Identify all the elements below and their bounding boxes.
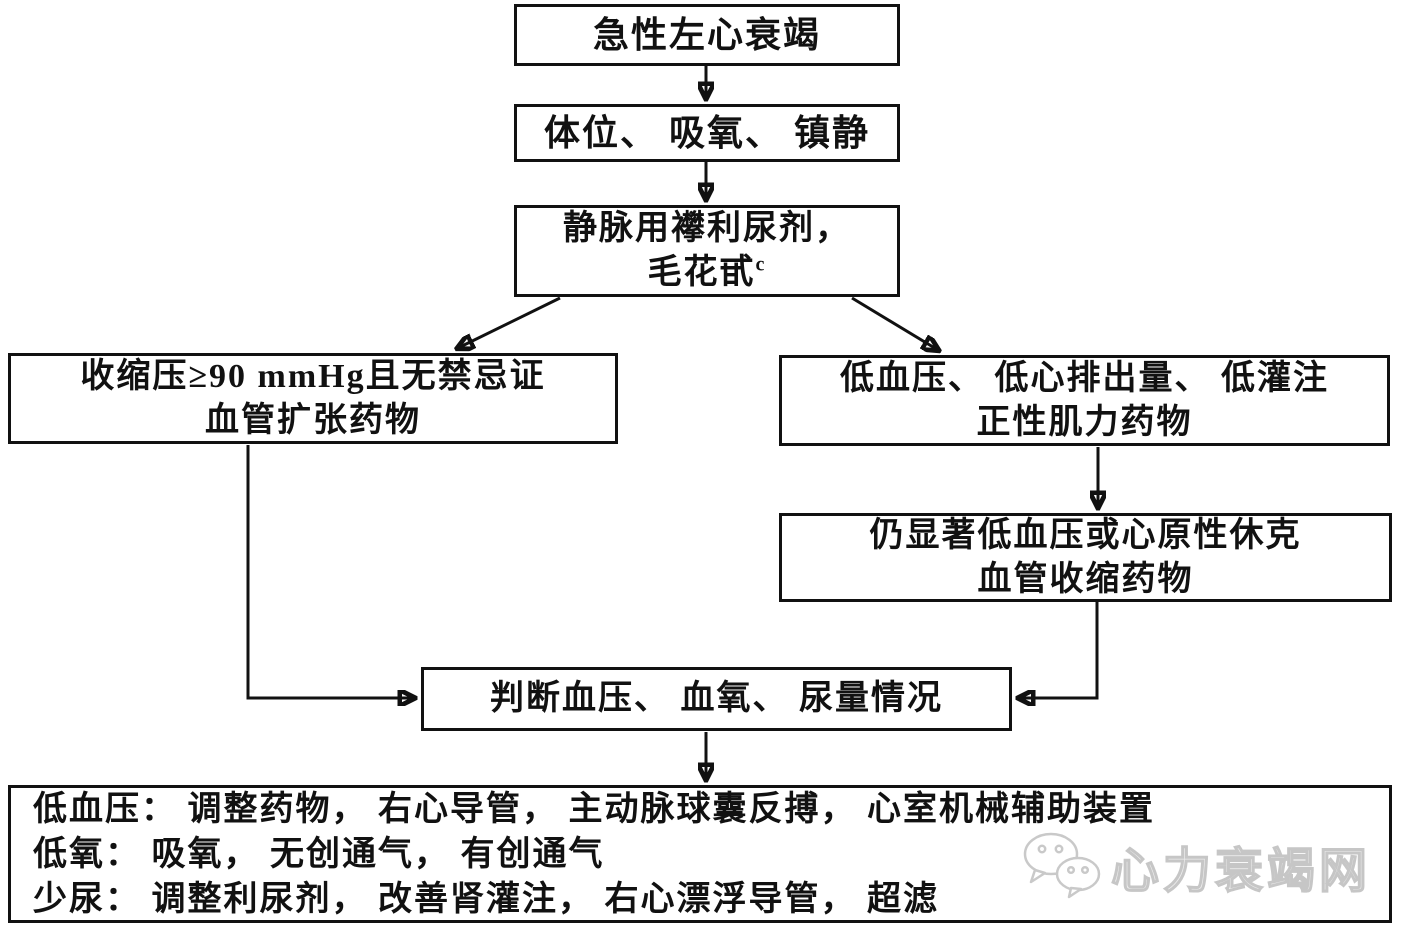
node-label-line1: 低血压、 低心排出量、 低灌注: [840, 359, 1329, 397]
node-label-line2: 正性肌力药物: [976, 403, 1193, 441]
watermark-label: 心力衰竭网: [1110, 844, 1371, 899]
wechat-logo-icon: [1023, 832, 1101, 899]
drug-name: 毛花甙: [647, 254, 756, 291]
node-iv-loop-diuretic: 静脉用襻利尿剂， 毛花甙c: [514, 205, 900, 297]
node-positive-inotrope: 低血压、 低心排出量、 低灌注 正性肌力药物: [779, 355, 1390, 446]
management-hypotension-line: 低血压： 调整药物， 右心导管， 主动脉球囊反搏， 心室机械辅助装置: [33, 790, 1155, 828]
node-label-line2: 毛花甙c: [648, 251, 767, 295]
node-vasoconstrictor: 仍显著低血压或心原性休克 血管收缩药物: [779, 513, 1392, 602]
node-management-options: 低血压： 调整药物， 右心导管， 主动脉球囊反搏， 心室机械辅助装置 低氧： 吸…: [8, 785, 1392, 923]
node-vasodilator: 收缩压≥90 mmHg且无禁忌证 血管扩张药物: [8, 353, 618, 444]
node-label-line1: 仍显著低血压或心原性休克: [869, 516, 1302, 554]
management-hypoxia-line: 低氧： 吸氧， 无创通气， 有创通气: [33, 835, 605, 873]
node-label: 急性左心衰竭: [592, 15, 821, 55]
node-label: 体位、 吸氧、 镇静: [543, 113, 870, 153]
footnote-superscript: c: [755, 253, 767, 276]
watermark: 心力衰竭网: [1021, 830, 1371, 902]
arrow-vasoconstrictor-to-assess: [1019, 602, 1099, 698]
node-acute-left-heart-failure: 急性左心衰竭: [514, 4, 900, 66]
node-label: 判断血压、 血氧、 尿量情况: [490, 680, 943, 717]
node-label-line2: 血管扩张药物: [205, 401, 421, 439]
management-oliguria-line: 少尿： 调整利尿剂， 改善肾灌注， 右心漂浮导管， 超滤: [33, 880, 939, 918]
node-assess-bp-oxygen-urine: 判断血压、 血氧、 尿量情况: [421, 667, 1012, 731]
arrow-diuretic-to-inotrope: [851, 296, 938, 350]
node-label-line1: 静脉用襻利尿剂，: [563, 210, 851, 247]
arrow-vasodilator-to-assess: [246, 445, 414, 698]
node-label-line2: 血管收缩药物: [977, 560, 1194, 598]
node-position-oxygen-sedation: 体位、 吸氧、 镇静: [514, 104, 900, 162]
node-label-line1: 收缩压≥90 mmHg且无禁忌证: [80, 357, 546, 395]
arrow-diuretic-to-vasodilator: [458, 296, 561, 348]
